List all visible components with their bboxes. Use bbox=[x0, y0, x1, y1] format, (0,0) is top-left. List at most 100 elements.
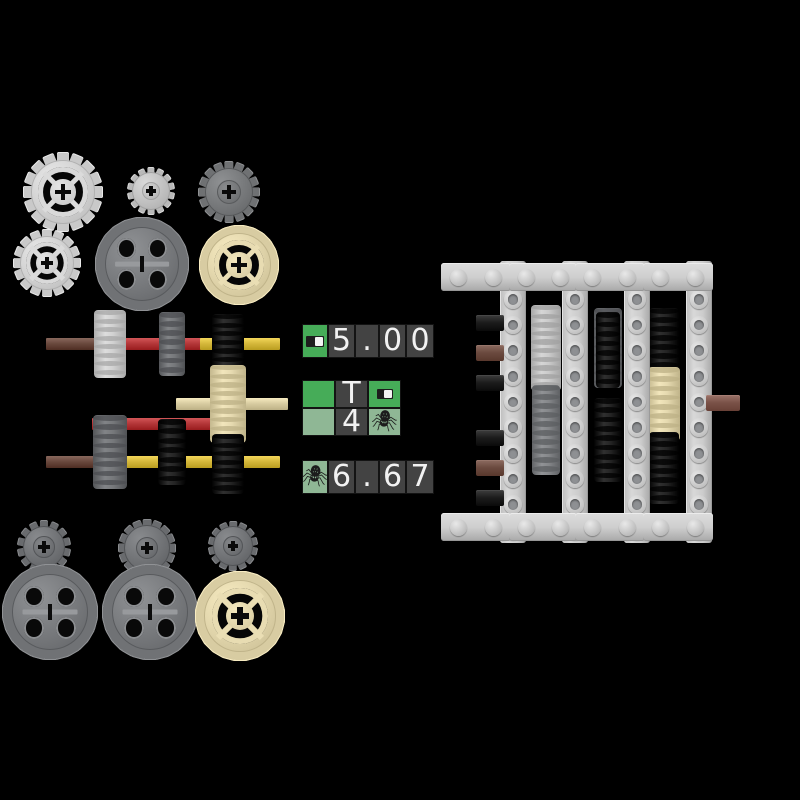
pin-hole bbox=[565, 392, 585, 412]
plate-bottom-mid-a bbox=[509, 513, 577, 541]
pin-hole bbox=[503, 469, 523, 489]
gearbox-worm-tan bbox=[648, 367, 680, 441]
plate-bottom-mid-b bbox=[575, 513, 645, 541]
lego-stud bbox=[652, 268, 669, 286]
gear-hole bbox=[24, 585, 44, 607]
pin-hole bbox=[503, 443, 523, 463]
train-gear-light-16t bbox=[94, 310, 126, 378]
pin-black-4 bbox=[476, 490, 504, 506]
gear-hole bbox=[24, 617, 44, 639]
gear-hole bbox=[56, 585, 76, 607]
pin-hole bbox=[627, 443, 647, 463]
motor-icon bbox=[376, 389, 393, 399]
gear-axle-hole bbox=[231, 262, 247, 268]
train-worm-black-mid bbox=[158, 419, 186, 485]
gear-hole bbox=[156, 617, 176, 639]
gear-hole bbox=[116, 238, 137, 259]
readout-digit: 0 bbox=[379, 324, 406, 358]
plate-top-mid-b bbox=[575, 263, 645, 291]
gear-hole bbox=[147, 269, 168, 290]
beam-2 bbox=[562, 261, 588, 543]
gear-24t-tan bbox=[198, 224, 280, 306]
gear-axle-cross bbox=[148, 603, 152, 621]
pin-hole bbox=[627, 341, 647, 361]
pin-hole bbox=[503, 367, 523, 386]
lego-stud bbox=[584, 268, 601, 286]
gear-12t-dark-a bbox=[16, 520, 72, 574]
stage-number: 4 bbox=[335, 408, 368, 436]
pin-hole bbox=[627, 392, 647, 412]
gear-16t-dark bbox=[198, 161, 260, 223]
gear-axle-hole bbox=[227, 544, 239, 548]
gear-axle-hole bbox=[222, 190, 236, 194]
train-gear-dark-16t bbox=[159, 312, 185, 376]
lego-stud bbox=[485, 268, 502, 286]
pin-hole bbox=[565, 290, 585, 309]
gear-hole bbox=[116, 269, 137, 290]
readout-digit: 0 bbox=[406, 324, 434, 358]
pin-hole bbox=[689, 418, 709, 437]
gear-axle-cross bbox=[48, 603, 52, 621]
gear-teeth bbox=[16, 520, 72, 574]
pin-hole bbox=[627, 418, 647, 437]
pin-hole bbox=[627, 315, 647, 335]
train-worm-black-upper bbox=[212, 314, 244, 374]
pin-black-3 bbox=[476, 430, 504, 446]
lego-stud bbox=[619, 518, 636, 536]
gear-teeth bbox=[13, 229, 81, 297]
lego-stud bbox=[551, 268, 569, 286]
gear-axle-hole bbox=[38, 545, 50, 549]
pin-hole bbox=[689, 341, 709, 361]
beam-3 bbox=[624, 261, 650, 543]
gearbox-worm-black-b bbox=[594, 398, 622, 482]
gear-16t-light-b bbox=[13, 229, 81, 297]
readout-decimal-point: . bbox=[355, 324, 379, 358]
gear-teeth bbox=[198, 224, 280, 306]
motor-icon bbox=[306, 335, 324, 347]
plate-bottom-right bbox=[643, 513, 713, 541]
stage-readout[interactable]: T 4 🕷 bbox=[302, 380, 401, 436]
gear-hole bbox=[156, 585, 176, 607]
pin-hole bbox=[627, 495, 647, 514]
gearbox-worm-black-d bbox=[649, 432, 679, 504]
lego-stud bbox=[485, 518, 502, 536]
gear-24t-dark-b bbox=[101, 563, 199, 661]
pin-hole bbox=[503, 290, 523, 309]
pin-hole bbox=[503, 495, 523, 514]
lego-stud bbox=[687, 268, 704, 286]
lego-stud bbox=[450, 518, 467, 536]
pin-hole bbox=[503, 315, 523, 335]
axle-end-brown-2 bbox=[476, 460, 504, 476]
plate-bottom-left bbox=[441, 513, 511, 541]
lego-stud bbox=[517, 518, 535, 536]
pin-hole bbox=[627, 290, 647, 309]
pin-hole bbox=[565, 341, 585, 361]
motor-icon-cell bbox=[302, 324, 328, 358]
top-ratio-readout[interactable]: 5 . 0 0 bbox=[302, 324, 434, 358]
pin-hole bbox=[565, 443, 585, 463]
axle-out-brown-right bbox=[706, 395, 740, 411]
gear-teeth bbox=[118, 519, 176, 577]
bottom-ratio-readout[interactable]: 🕷 6 . 6 7 bbox=[302, 460, 434, 494]
train-gear-dark-lower bbox=[93, 415, 127, 489]
axle-end-brown-1 bbox=[476, 345, 504, 361]
spider-icon-cell: 🕷 bbox=[302, 460, 328, 494]
readout-digit: 7 bbox=[406, 460, 434, 494]
pin-hole bbox=[627, 367, 647, 386]
lego-stud bbox=[551, 518, 569, 536]
pin-hole bbox=[565, 367, 585, 386]
gear-hole bbox=[124, 617, 144, 639]
gear-teeth bbox=[207, 521, 259, 571]
pin-hole bbox=[503, 418, 523, 437]
lego-stud bbox=[584, 518, 601, 536]
pin-hole bbox=[565, 418, 585, 437]
stage-motor-icon-cell bbox=[368, 380, 401, 408]
gear-teeth bbox=[126, 167, 176, 215]
gear-axle-hole bbox=[55, 189, 71, 195]
pin-black-2 bbox=[476, 375, 504, 391]
pin-hole bbox=[565, 315, 585, 335]
gear-16t-light-a bbox=[23, 152, 103, 232]
gear-8t-light bbox=[126, 167, 176, 215]
gear-axle-hole bbox=[140, 546, 154, 550]
gear-teeth bbox=[23, 152, 103, 232]
